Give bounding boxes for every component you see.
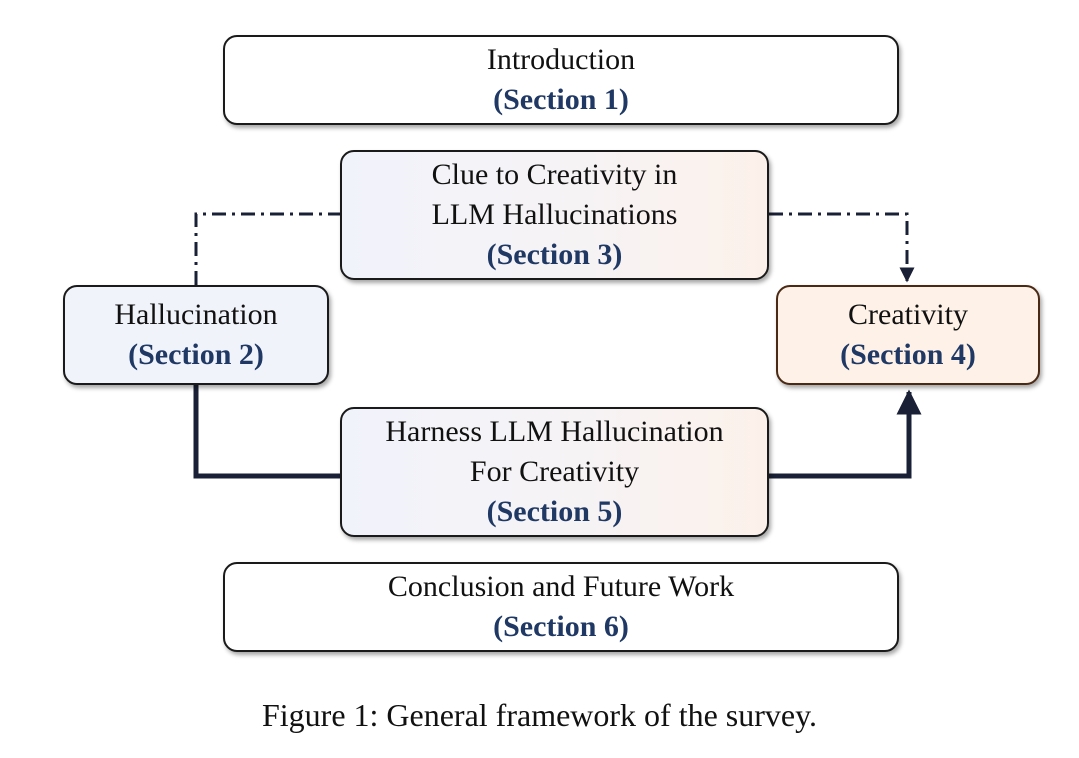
node-title-line1: Clue to Creativity in xyxy=(431,158,678,191)
node-title: Conclusion and Future Work xyxy=(387,570,735,603)
node-section: (Section 1) xyxy=(493,83,629,116)
solid-edge-right xyxy=(769,389,922,479)
dashdot-edge-right xyxy=(769,212,915,283)
node-section: (Section 6) xyxy=(493,610,629,643)
dashdot-edge-left xyxy=(194,212,340,285)
node-title: Creativity xyxy=(848,298,968,331)
figure-caption: Figure 1: General framework of the surve… xyxy=(261,697,818,733)
node-section: (Section 3) xyxy=(486,238,623,271)
node-title-line1: Harness LLM Hallucination xyxy=(385,415,724,448)
node-section: (Section 4) xyxy=(840,338,976,371)
node-introduction: Introduction (Section 1) xyxy=(223,35,899,125)
node-hallucination: Hallucination (Section 2) xyxy=(63,285,329,385)
node-clue-to-creativity: Clue to Creativity in LLM Hallucinations… xyxy=(340,150,769,280)
node-title: Introduction xyxy=(486,43,636,76)
node-title: Hallucination xyxy=(114,298,278,331)
node-conclusion: Conclusion and Future Work (Section 6) xyxy=(223,562,899,652)
node-creativity: Creativity (Section 4) xyxy=(776,285,1040,385)
node-harness-hallucination: Harness LLM Hallucination For Creativity… xyxy=(340,407,769,537)
node-section: (Section 5) xyxy=(486,495,623,528)
solid-edge-left xyxy=(193,385,340,479)
node-section: (Section 2) xyxy=(128,338,264,371)
node-title-line2: For Creativity xyxy=(469,455,640,488)
node-title-line2: LLM Hallucinations xyxy=(431,198,678,231)
